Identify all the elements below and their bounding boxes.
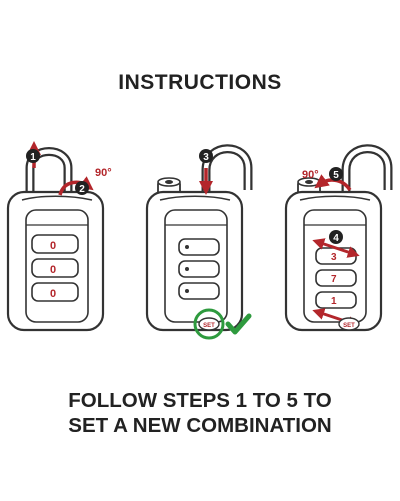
step-2-number: 2 bbox=[79, 184, 85, 195]
set-button bbox=[198, 317, 220, 331]
double-arrow-icon bbox=[312, 238, 360, 258]
checkmark-icon bbox=[225, 313, 252, 335]
footer-caption: FOLLOW STEPS 1 TO 5 TO SET A NEW COMBINA… bbox=[0, 388, 400, 438]
lock-2: 3 SET bbox=[145, 144, 253, 340]
step-2-badge bbox=[75, 181, 89, 195]
step-4-number: 4 bbox=[333, 233, 339, 244]
step-4-badge bbox=[329, 230, 343, 244]
lock-3-dials: 3 7 1 bbox=[315, 247, 357, 309]
lock-1-dials: 0 0 0 bbox=[31, 234, 79, 302]
lock-steps-diagram: 0 0 0 1 2 90° bbox=[6, 141, 393, 340]
step-1-badge bbox=[26, 149, 40, 163]
dial-digit: 0 bbox=[50, 240, 56, 252]
page-title: INSTRUCTIONS bbox=[118, 71, 282, 94]
rotate-angle-label: 90° bbox=[95, 167, 112, 179]
set-button-label: SET bbox=[203, 323, 215, 329]
set-button-label: SET bbox=[343, 323, 355, 329]
footer-line-1: FOLLOW STEPS 1 TO 5 TO bbox=[68, 389, 332, 412]
lock-3: 3 7 1 4 SET 5 90° bbox=[284, 144, 393, 332]
footer-line-2: SET A NEW COMBINATION bbox=[68, 414, 332, 437]
highlight-ring-icon bbox=[193, 308, 225, 340]
step-5-number: 5 bbox=[333, 170, 339, 181]
dial-digit: 1 bbox=[331, 296, 337, 307]
dial-digit: 7 bbox=[331, 274, 337, 285]
step-5-badge bbox=[329, 167, 343, 181]
step-3-badge bbox=[199, 149, 213, 163]
rotate-angle-label: 90° bbox=[302, 169, 319, 181]
dial-digit: 3 bbox=[331, 252, 337, 263]
step-3-number: 3 bbox=[203, 152, 209, 163]
set-button bbox=[338, 317, 360, 331]
lock-1: 0 0 0 1 2 90° bbox=[6, 141, 112, 332]
dial-digit: 0 bbox=[50, 288, 56, 300]
step-1-number: 1 bbox=[30, 152, 36, 163]
dial-digit: 0 bbox=[50, 264, 56, 276]
lock-2-dials bbox=[178, 238, 220, 300]
